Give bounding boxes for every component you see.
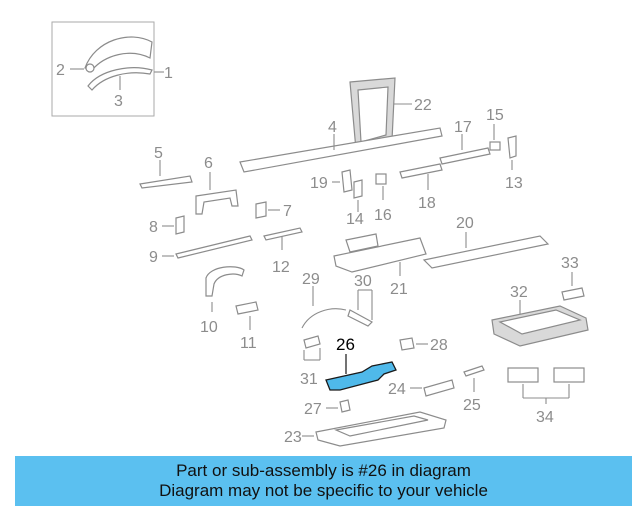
callout-9: 9 (149, 249, 158, 266)
callout-26[interactable]: 26 (336, 335, 355, 354)
callout-23: 23 (284, 429, 302, 446)
callout-15: 15 (486, 107, 504, 124)
callout-1: 1 (164, 65, 173, 82)
part-7-clip (255, 201, 267, 219)
caption-line-1: Part or sub-assembly is #26 in diagram (176, 461, 471, 480)
callout-24: 24 (388, 381, 406, 398)
callout-6: 6 (204, 155, 213, 172)
callout-30: 30 (354, 273, 372, 290)
part-11-cover (235, 301, 259, 315)
callout-21: 21 (390, 281, 408, 298)
callout-25: 25 (463, 397, 481, 414)
part-21-console (333, 237, 427, 273)
callout-31: 31 (300, 371, 318, 388)
parts-diagram: 2 1 3 22 4 17 15 13 5 6 8 9 7 19 14 16 1… (51, 21, 589, 447)
callout-32: 32 (510, 284, 528, 301)
part-31-connector (303, 335, 321, 349)
part-29-harness (301, 308, 347, 329)
callout-18: 18 (418, 195, 436, 212)
callout-5: 5 (154, 145, 163, 162)
part-34-plate-b (553, 367, 585, 383)
callout-33: 33 (561, 255, 579, 272)
part-4-dash-rail (239, 127, 443, 173)
caption-banner: Part or sub-assembly is #26 in diagram D… (15, 456, 632, 506)
part-14-clip (353, 179, 363, 199)
callout-7: 7 (283, 203, 292, 220)
part-9-rail (175, 235, 253, 259)
callout-29: 29 (302, 271, 320, 288)
part-26-highlighted[interactable] (325, 361, 397, 391)
part-25-strip (463, 365, 485, 377)
part-20-panel (422, 235, 550, 269)
callout-27: 27 (304, 401, 322, 418)
part-12-clip (263, 227, 303, 241)
callout-11: 11 (240, 335, 257, 352)
callout-22: 22 (414, 97, 432, 114)
part-8-clip (175, 215, 185, 235)
part-5-strip (139, 175, 193, 189)
part-15-cap (489, 141, 501, 151)
callout-10: 10 (200, 319, 218, 336)
part-3-trim (87, 67, 153, 91)
part-18-strip (399, 163, 443, 179)
callout-2: 2 (56, 62, 65, 79)
part-2-clip (85, 63, 95, 73)
callout-13: 13 (505, 175, 523, 192)
part-10-bracket (205, 266, 245, 297)
part-24-panel (423, 379, 455, 397)
callout-28: 28 (430, 337, 448, 354)
callout-4: 4 (328, 119, 337, 136)
part-19-vent (341, 169, 353, 193)
part-17-trim-strip (439, 147, 491, 165)
caption-line-2: Diagram may not be specific to your vehi… (159, 481, 488, 500)
part-13-bracket (507, 135, 517, 159)
callout-20: 20 (456, 215, 474, 232)
callout-8: 8 (149, 219, 158, 236)
part-6-bracket (195, 189, 239, 215)
callout-19: 19 (310, 175, 328, 192)
callout-3: 3 (114, 93, 123, 110)
part-30-clips (347, 309, 373, 327)
callout-14: 14 (346, 211, 364, 228)
part-28-clip (399, 337, 415, 351)
part-1-visor (84, 36, 153, 71)
part-27-clip (339, 399, 351, 413)
callout-34: 34 (536, 409, 554, 426)
callout-17: 17 (454, 119, 472, 136)
part-16-button (375, 173, 387, 185)
inset-frame (51, 21, 155, 117)
callout-16: 16 (374, 207, 392, 224)
callout-12: 12 (272, 259, 290, 276)
part-33-knob (561, 287, 585, 301)
part-34-plate-a (507, 367, 539, 383)
